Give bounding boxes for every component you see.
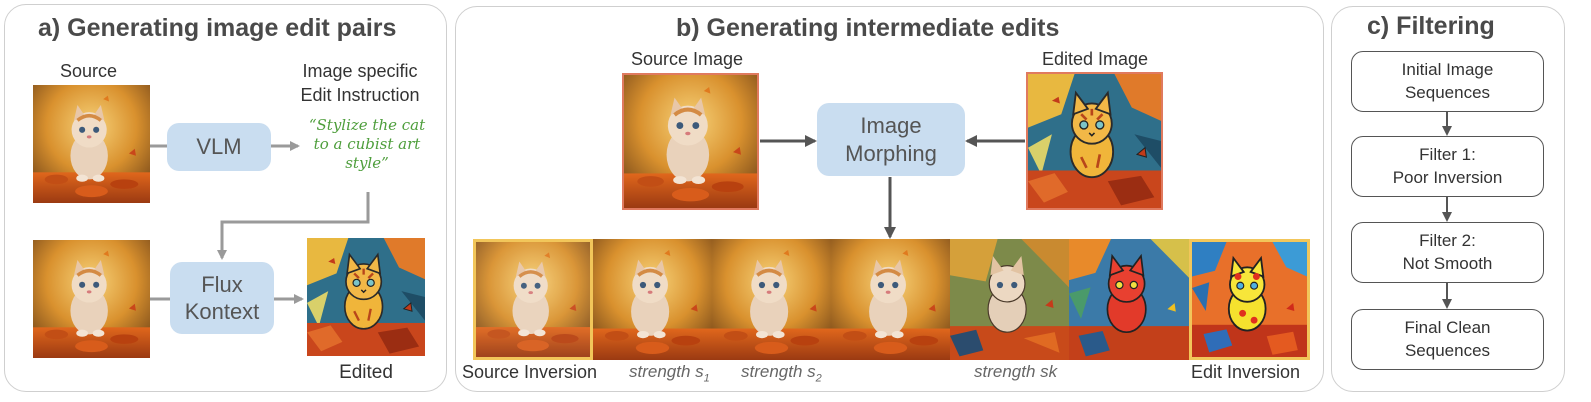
edited-image [307, 238, 425, 356]
flux-kontext-box: Flux Kontext [170, 262, 274, 334]
sequence-frame-source-inversion [473, 239, 593, 360]
sequence-frame-3 [831, 239, 950, 360]
panel-c-title: c) Filtering [1367, 12, 1495, 40]
strength-s1-word: strength s [629, 362, 704, 381]
filter-step-not-smooth: Filter 2: Not Smooth [1351, 222, 1544, 283]
quote-line-2: to a cubist art [313, 134, 421, 153]
source-label: Source [60, 61, 118, 81]
filter-step-poor-inversion: Filter 1: Poor Inversion [1351, 136, 1544, 197]
source-image-b [622, 73, 759, 210]
morph-line-2: Morphing [845, 140, 937, 166]
strength-s2-word: strength s [741, 362, 816, 381]
sequence-frame-2 [712, 239, 831, 360]
strength-s1-label: strength s1 [629, 362, 710, 384]
step-1-line-1: Initial Image [1401, 60, 1494, 80]
sequence-frame-4 [950, 239, 1069, 360]
source-inversion-label: Source Inversion [462, 362, 598, 382]
edit-inversion-label: Edit Inversion [1191, 362, 1301, 382]
flux-line-1: Flux [201, 271, 243, 297]
quote-line-1: “Stylize the cat [308, 116, 426, 134]
strength-s2-label: strength s2 [741, 362, 822, 384]
quote-line-3: style” [345, 153, 389, 172]
source-image-top [33, 85, 150, 203]
sequence-frame-1 [593, 239, 712, 360]
source-image-bottom [33, 240, 150, 358]
step-4-line-2: Sequences [1404, 340, 1491, 360]
edited-label: Edited [339, 362, 393, 383]
step-1-line-2: Sequences [1404, 82, 1491, 102]
step-3-line-1: Filter 2: [1419, 231, 1476, 251]
flux-line-2: Kontext [184, 299, 260, 324]
step-4-line-1: Final Clean [1404, 318, 1491, 338]
morph-line-1: Image [860, 113, 922, 138]
vlm-box: VLM [167, 123, 271, 171]
step-2-line-2: Poor Inversion [1392, 167, 1503, 187]
edited-image-label: Edited Image [1041, 49, 1149, 69]
sequence-frame-5 [1069, 239, 1189, 360]
filter-step-initial: Initial Image Sequences [1351, 51, 1544, 112]
edited-image-b [1026, 72, 1163, 210]
strength-s2-sub: 2 [815, 372, 822, 385]
step-2-line-1: Filter 1: [1419, 145, 1476, 165]
instruction-label-line1: Image specific [302, 61, 418, 81]
panel-b-title: b) Generating intermediate edits [676, 14, 1060, 42]
image-morphing-box: Image Morphing [817, 103, 965, 176]
strength-s1-sub: 1 [703, 372, 710, 385]
source-image-label: Source Image [630, 49, 744, 69]
strength-sk-label: strength sk [974, 362, 1058, 381]
sequence-frame-edit-inversion [1189, 239, 1310, 360]
instruction-label-line2: Edit Instruction [300, 85, 420, 105]
step-3-line-2: Not Smooth [1402, 253, 1493, 273]
filter-step-final: Final Clean Sequences [1351, 309, 1544, 370]
edit-instruction-quote: “Stylize the cat to a cubist art style” [298, 116, 436, 172]
panel-a-title: a) Generating image edit pairs [38, 14, 397, 42]
